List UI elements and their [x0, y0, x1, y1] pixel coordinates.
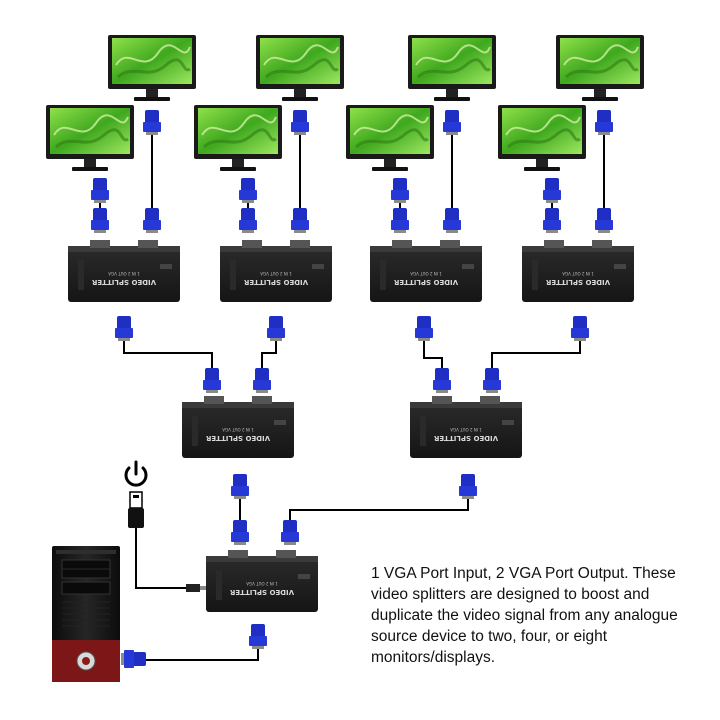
splitter-label: VIDEO SPLITTER — [91, 278, 156, 286]
splitter-subtext: 1 IN 2 OUT VGA — [108, 271, 140, 276]
monitor — [406, 33, 498, 103]
monitor — [106, 33, 198, 103]
monitor — [192, 103, 284, 173]
video-splitter: VIDEO SPLITTER 1 IN 2 OUT VGA — [220, 240, 332, 302]
video-splitter: VIDEO SPLITTER 1 IN 2 OUT VGA — [182, 396, 294, 458]
monitors — [44, 33, 646, 173]
monitor — [254, 33, 346, 103]
power-plug-icon — [186, 584, 206, 592]
splitters: VIDEO SPLITTER 1 IN 2 OUT VGA VIDEO SPLI… — [68, 240, 634, 612]
splitter-label: VIDEO SPLITTER — [243, 278, 308, 286]
video-splitter: VIDEO SPLITTER 1 IN 2 OUT VGA — [410, 396, 522, 458]
splitter-subtext: 1 IN 2 OUT VGA — [450, 427, 482, 432]
splitter-subtext: 1 IN 2 OUT VGA — [562, 271, 594, 276]
video-splitter: VIDEO SPLITTER 1 IN 2 OUT VGA — [206, 550, 318, 612]
splitter-subtext: 1 IN 2 OUT VGA — [222, 427, 254, 432]
video-splitter: VIDEO SPLITTER 1 IN 2 OUT VGA — [370, 240, 482, 302]
splitter-subtext: 1 IN 2 OUT VGA — [260, 271, 292, 276]
splitter-label: VIDEO SPLITTER — [393, 278, 458, 286]
splitter-label: VIDEO SPLITTER — [229, 588, 294, 596]
monitor — [44, 103, 136, 173]
video-splitter: VIDEO SPLITTER 1 IN 2 OUT VGA — [68, 240, 180, 302]
pc-tower — [52, 546, 120, 682]
splitter-label: VIDEO SPLITTER — [433, 434, 498, 442]
splitter-label: VIDEO SPLITTER — [545, 278, 610, 286]
monitor — [554, 33, 646, 103]
video-splitter: VIDEO SPLITTER 1 IN 2 OUT VGA — [522, 240, 634, 302]
usb-plug-icon — [128, 491, 144, 528]
monitor — [344, 103, 436, 173]
power-icon — [124, 460, 148, 487]
splitter-label: VIDEO SPLITTER — [205, 434, 270, 442]
monitor — [496, 103, 588, 173]
splitter-subtext: 1 IN 2 OUT VGA — [410, 271, 442, 276]
description-text: 1 VGA Port Input, 2 VGA Port Output. The… — [371, 565, 678, 666]
splitter-subtext: 1 IN 2 OUT VGA — [246, 581, 278, 586]
